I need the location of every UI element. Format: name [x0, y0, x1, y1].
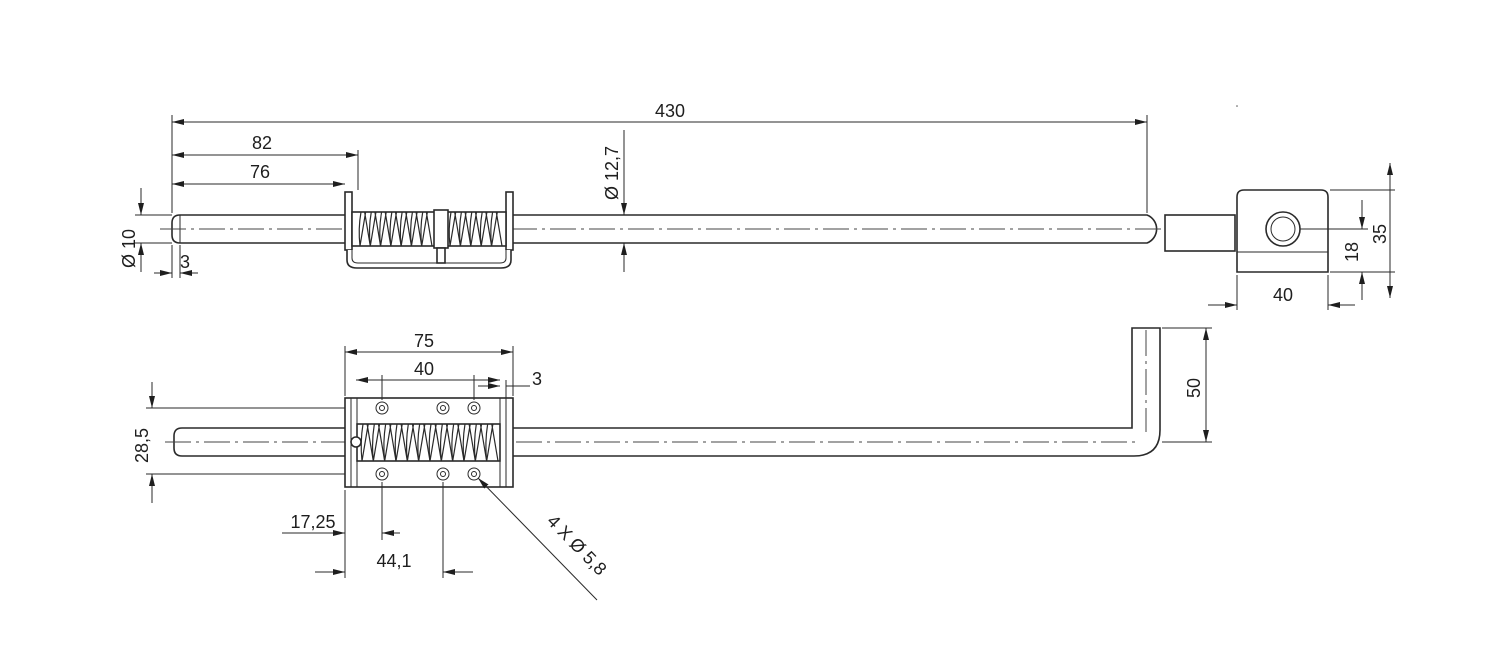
- mount-hole-3: [467, 401, 481, 415]
- dim-76: 76: [250, 162, 270, 182]
- dim-430: 430: [655, 101, 685, 121]
- dim-end-width: 40: [1273, 285, 1293, 305]
- end-hole-inner: [1270, 216, 1296, 242]
- mount-hole-2: [436, 401, 450, 415]
- side-pin: [350, 436, 362, 448]
- collar-pin-top: [433, 209, 449, 249]
- spring-coil: [420, 211, 433, 247]
- dim-75: 75: [414, 331, 434, 351]
- mount-hole-6: [467, 467, 481, 481]
- mount-hole-5: [436, 467, 450, 481]
- dim-hole-height: 18: [1342, 242, 1362, 262]
- spring-coil: [485, 423, 499, 462]
- dim-housing-height: 28,5: [132, 428, 152, 463]
- stray-mark: [1236, 105, 1238, 107]
- spring-side: [360, 423, 499, 462]
- spring-top: [358, 211, 503, 247]
- end-view: [1164, 189, 1329, 273]
- spring-coil: [490, 211, 503, 247]
- dim-tip-diameter: Ø 10: [119, 229, 139, 268]
- dim-plate-thickness: 3: [532, 369, 542, 389]
- housing-top: [344, 191, 514, 269]
- top-dimensions: 430 82 76 Ø 12,7 Ø 10 3 40: [119, 101, 1395, 310]
- holes-callout: 4 X Ø 5,8: [543, 511, 610, 579]
- dim-hole-spacing: 40: [414, 359, 434, 379]
- dim-total-height: 35: [1370, 224, 1390, 244]
- mount-hole-1: [375, 401, 389, 415]
- housing-side: [344, 397, 514, 488]
- mount-hole-4: [375, 467, 389, 481]
- dim-82: 82: [252, 133, 272, 153]
- top-view: 430 82 76 Ø 12,7 Ø 10 3 40: [119, 101, 1395, 310]
- dim-first-hole-offset: 17,25: [290, 512, 335, 532]
- side-dimensions: 75 40 3 50 28,5 17,25: [132, 327, 1212, 601]
- side-view: 75 40 3 50 28,5 17,25: [132, 327, 1212, 601]
- bolt-rod-side: [173, 327, 1161, 457]
- dim-middle-hole-offset: 44,1: [376, 551, 411, 571]
- dim-hook-height: 50: [1184, 378, 1204, 398]
- dim-tip-chamfer: 3: [180, 252, 190, 272]
- dim-rod-diameter: Ø 12,7: [602, 146, 622, 200]
- handle-stub: [1164, 214, 1236, 252]
